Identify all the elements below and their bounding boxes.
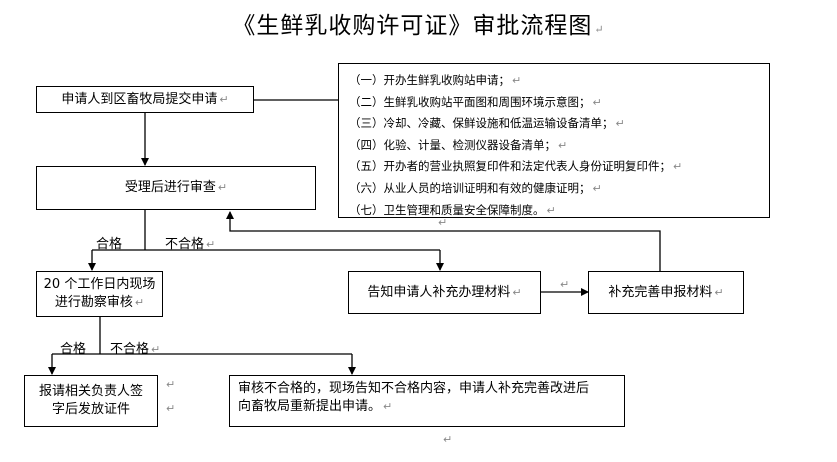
label-pass-1: 合格 (96, 237, 123, 252)
inspect-box: 20 个工作日内现场 进行勘察审核↵ (36, 271, 163, 317)
requirement-item: （一）开办生鲜乳收购站申请；↵ (349, 73, 522, 87)
requirement-item: （二）生鲜乳收购站平面图和周围环境示意图；↵ (349, 94, 602, 109)
page-title: 《生鲜乳收购许可证》审批流程图↵ (232, 13, 605, 39)
label-fail-2: 不合格↵ (110, 342, 161, 357)
paragraph-mark: ↵ (166, 378, 176, 391)
requirement-item: （七）卫生管理和质量安全保障制度。↵ (349, 202, 556, 217)
paragraph-mark: ↵ (560, 278, 570, 291)
requirement-item: （三）冷却、冷藏、保鲜设施和低温运输设备清单；↵ (349, 116, 625, 131)
requirement-item: （六）从业人员的培训证明和有效的健康证明；↵ (349, 180, 602, 195)
supplement-box: 补充完善申报材料↵ (588, 271, 744, 314)
issue-box: 报请相关负责人签 字后发放证件 (24, 375, 158, 427)
paragraph-mark: ↵ (443, 433, 453, 446)
apply-box: 申请人到区畜牧局提交申请↵ (36, 86, 254, 113)
review-box: 受理后进行审查↵ (36, 166, 316, 210)
requirement-item: （四）化验、计量、检测仪器设备清单；↵ (349, 137, 568, 152)
label-fail-1: 不合格↵ (165, 237, 216, 252)
requirements-list: （一）开办生鲜乳收购站申请；↵ （二）生鲜乳收购站平面图和周围环境示意图；↵ （… (338, 63, 770, 218)
arrow-supplement-review (226, 211, 661, 271)
requirement-item: （五）开办者的营业执照复印件和法定代表人身份证明复印件；↵ (349, 159, 683, 174)
paragraph-mark: ↵ (438, 216, 448, 229)
label-pass-2: 合格 (60, 342, 87, 357)
notify-box: 告知申请人补充办理材料↵ (348, 271, 541, 314)
paragraph-mark: ↵ (166, 402, 176, 415)
reject-box: 审核不合格的，现场告知不合格内容，申请人补充完善改进后 向畜牧局重新提出申请。↵ (229, 375, 625, 427)
